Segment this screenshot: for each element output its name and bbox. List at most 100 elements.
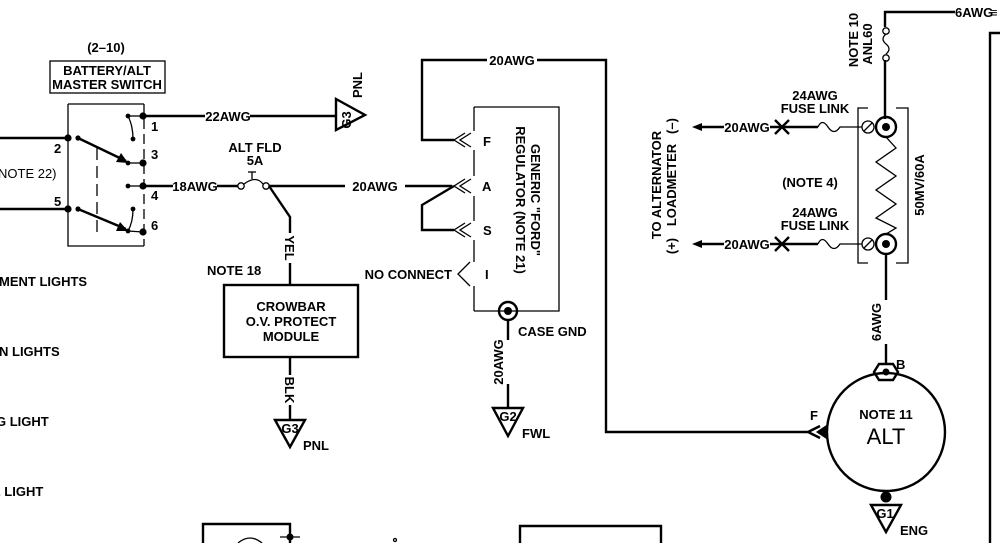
crowbar-line-3: MODULE <box>263 329 320 344</box>
fuse-link-bottom <box>817 238 862 250</box>
terminal-label-6: 6 <box>151 218 158 233</box>
ground-location-eng: ENG <box>900 523 928 538</box>
ground-id-g2: G2 <box>499 409 516 424</box>
switch-blade-upper <box>77 136 127 163</box>
terminal-2 <box>64 134 72 142</box>
ground-id-g3-bottom: G3 <box>281 421 298 436</box>
alt-terminal-f: F <box>810 408 818 423</box>
alt-terminal-b-stud <box>872 362 900 382</box>
connector-f <box>452 132 472 148</box>
wire-label-20awg-neg: 20AWG <box>724 120 770 135</box>
wire-label-20awg-a: 20AWG <box>352 179 398 194</box>
breaker-label-1: ALT FLD <box>228 140 281 155</box>
shunt-rating: 50MV/60A <box>912 154 927 216</box>
fuse-link-x-top <box>774 119 790 135</box>
fuse-link-label-bottom: FUSE LINK <box>781 218 850 233</box>
terminal-label-4: 4 <box>151 188 159 203</box>
alt-connector-f <box>805 424 821 440</box>
terminal-label-3: 3 <box>151 147 158 162</box>
breaker-contact-left <box>237 182 245 190</box>
regulator-title-1: GENERIC "FORD" <box>528 144 543 256</box>
alt-ground-stud <box>880 491 892 503</box>
terminal-label-5: 5 <box>54 194 61 209</box>
alternator: 6AWG B NOTE 11 ALT F G1 ENG <box>805 254 947 538</box>
fuse-link-gauge-bottom: 24AWG <box>792 205 838 220</box>
ground-id-g3-top: G3 <box>339 111 354 128</box>
wire-label-20awg-pos: 20AWG <box>724 237 770 252</box>
shunt: 50MV/60A (NOTE 4) <box>782 107 927 264</box>
master-switch: (2–10) BATTERY/ALT MASTER SWITCH <box>0 40 166 247</box>
regulator: F A S I GENERIC "FORD" REGULATOR (NOTE 2… <box>365 53 808 441</box>
breaker-label-2: 5A <box>247 153 264 168</box>
note-22-label: NOTE 22) <box>0 166 57 181</box>
wire-label-18awg: 18AWG <box>172 179 218 194</box>
master-switch-title-2: MASTER SWITCH <box>52 77 162 92</box>
ground-location-pnl-top: PNL <box>350 72 365 98</box>
case-gnd-label: CASE GND <box>518 324 587 339</box>
master-switch-ref: (2–10) <box>87 40 125 55</box>
loadmeter-pos-label: (+) <box>664 238 679 254</box>
terminal-label-1: 1 <box>151 119 158 134</box>
terminal-label-2: 2 <box>54 141 61 156</box>
wire-label-20awg-f: 20AWG <box>489 53 535 68</box>
ground-symbol-g3-bottom <box>272 418 308 450</box>
loadmeter-line-1: TO ALTERNATOR <box>649 130 664 239</box>
left-label-2: N LIGHTS <box>0 344 60 359</box>
crowbar-line-1: CROWBAR <box>256 299 326 314</box>
fuse-rating: ANL60 <box>860 23 875 64</box>
connector-a <box>452 178 472 194</box>
alt-terminal-b: B <box>896 357 905 372</box>
a-s-jumper <box>420 184 455 232</box>
alt-note: NOTE 11 <box>859 407 912 422</box>
reg-terminal-f: F <box>483 134 491 149</box>
wire-label-yel: YEL <box>282 235 297 260</box>
left-labels: MENT LIGHTS N LIGHTS G LIGHT E LIGHT <box>0 274 87 499</box>
shunt-resistor <box>874 136 898 235</box>
field-circuit: 18AWG ALT FLD 5A 20AWG YEL <box>143 140 452 285</box>
ground-location-fwl: FWL <box>522 426 550 441</box>
crowbar-module: NOTE 18 CROWBAR O.V. PROTECT MODULE BLK … <box>207 263 360 453</box>
connector-i <box>457 261 471 287</box>
bottom-partial-components <box>201 522 663 543</box>
loadmeter-neg-label: (–) <box>664 118 679 134</box>
fuse-link-label-top: FUSE LINK <box>781 101 850 116</box>
fuse-note: NOTE 10 <box>846 13 861 67</box>
wire-label-blk: BLK <box>282 377 297 404</box>
no-connect-label: NO CONNECT <box>365 267 452 282</box>
wire-label-22awg: 22AWG <box>205 109 251 124</box>
left-label-1: MENT LIGHTS <box>0 274 87 289</box>
wire-label-6awg-top: 6AWG <box>955 5 993 20</box>
wire-label-6awg-alt: 6AWG <box>869 303 884 341</box>
ground-symbol-g3-top <box>334 96 368 132</box>
wire-label-20awg-gnd: 20AWG <box>491 339 506 385</box>
terminal-5 <box>64 205 72 213</box>
regulator-title-2: REGULATOR (NOTE 21) <box>513 126 528 274</box>
alt-label: ALT <box>867 424 906 449</box>
reg-terminal-i: I <box>485 267 489 282</box>
breaker-arc <box>243 178 264 185</box>
master-switch-label-box <box>49 60 166 94</box>
anl-fuse <box>882 33 890 55</box>
loadmeter-line-2: LOADMETER <box>664 143 679 226</box>
shunt-note: (NOTE 4) <box>782 175 838 190</box>
connector-s <box>452 222 472 238</box>
fuse-link-top <box>817 121 862 133</box>
ground-id-g1: G1 <box>876 506 893 521</box>
breaker-contact-right <box>262 182 270 190</box>
crowbar-note: NOTE 18 <box>207 263 261 278</box>
svg-text:≡: ≡ <box>990 5 998 20</box>
left-label-4: E LIGHT <box>0 484 43 499</box>
partial-box-right <box>518 524 663 543</box>
crowbar-line-2: O.V. PROTECT <box>246 314 337 329</box>
fuse-link-gauge-top: 24AWG <box>792 88 838 103</box>
reg-terminal-s: S <box>483 223 492 238</box>
switch-blade-lower <box>77 207 127 231</box>
partial-box-left <box>201 522 292 543</box>
terminal-1-ground-run: 22AWG G3 PNL <box>143 72 368 132</box>
ground-symbol-g2 <box>490 406 526 439</box>
ground-symbol-g1 <box>868 503 904 535</box>
master-switch-title-1: BATTERY/ALT <box>63 63 151 78</box>
left-label-3: G LIGHT <box>0 414 49 429</box>
ground-location-pnl-bottom: PNL <box>303 438 329 453</box>
